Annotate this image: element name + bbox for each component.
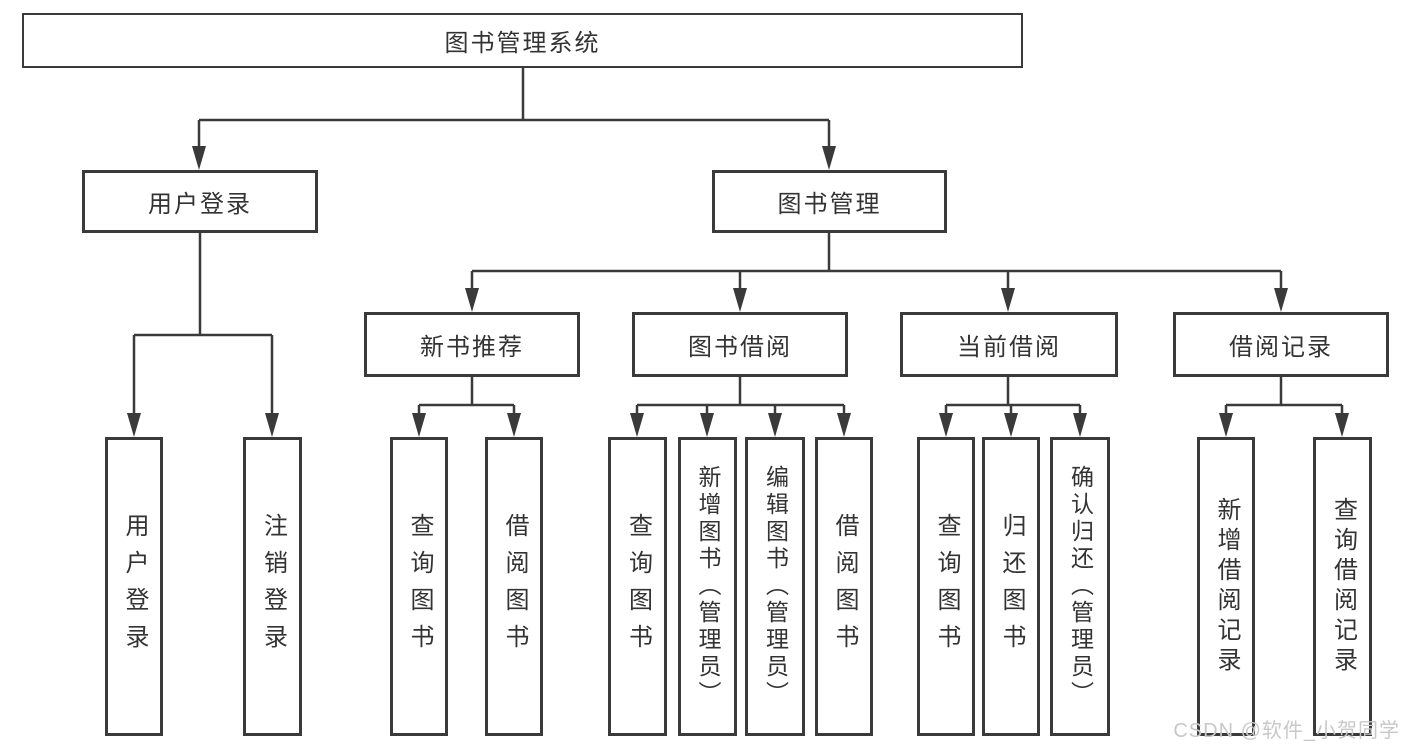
connector-path (132, 68, 1344, 415)
leaf-return-book-box: 归还图书 (982, 437, 1040, 736)
leaf-logout-box: 注销登录 (243, 437, 302, 736)
leaf-add-book-admin-box: 新增图书（管理员） (678, 437, 737, 736)
leaf-edit-book-admin-box: 编辑图书（管理员） (745, 437, 805, 736)
branch-user-login-box: 用户登录 (82, 170, 318, 233)
leaf-confirm-return-admin-box: 确认归还（管理员） (1050, 437, 1110, 736)
node-book-borrow-box: 图书借阅 (632, 312, 848, 377)
arrowheads (127, 146, 1349, 437)
leaf-query-books-current-box: 查询图书 (917, 437, 975, 736)
root-node-box: 图书管理系统 (22, 13, 1023, 68)
node-new-book-recommend-box: 新书推荐 (364, 312, 580, 377)
leaf-borrow-books-box: 借阅图书 (815, 437, 873, 736)
leaf-user-login-box: 用户登录 (105, 437, 163, 736)
branch-book-management-box: 图书管理 (712, 170, 947, 233)
leaf-query-books-recommend-box: 查询图书 (390, 437, 448, 736)
csdn-watermark-text: CSDN @软件_小贺同学 (1173, 720, 1400, 742)
leaf-add-borrow-record-box: 新增借阅记录 (1197, 437, 1255, 736)
leaf-query-books-borrow-box: 查询图书 (608, 437, 667, 736)
node-current-borrow-box: 当前借阅 (900, 312, 1118, 377)
node-borrow-records-box: 借阅记录 (1173, 312, 1389, 377)
leaf-borrow-books-recommend-box: 借阅图书 (485, 437, 543, 736)
leaf-query-borrow-record-box: 查询借阅记录 (1313, 437, 1372, 736)
